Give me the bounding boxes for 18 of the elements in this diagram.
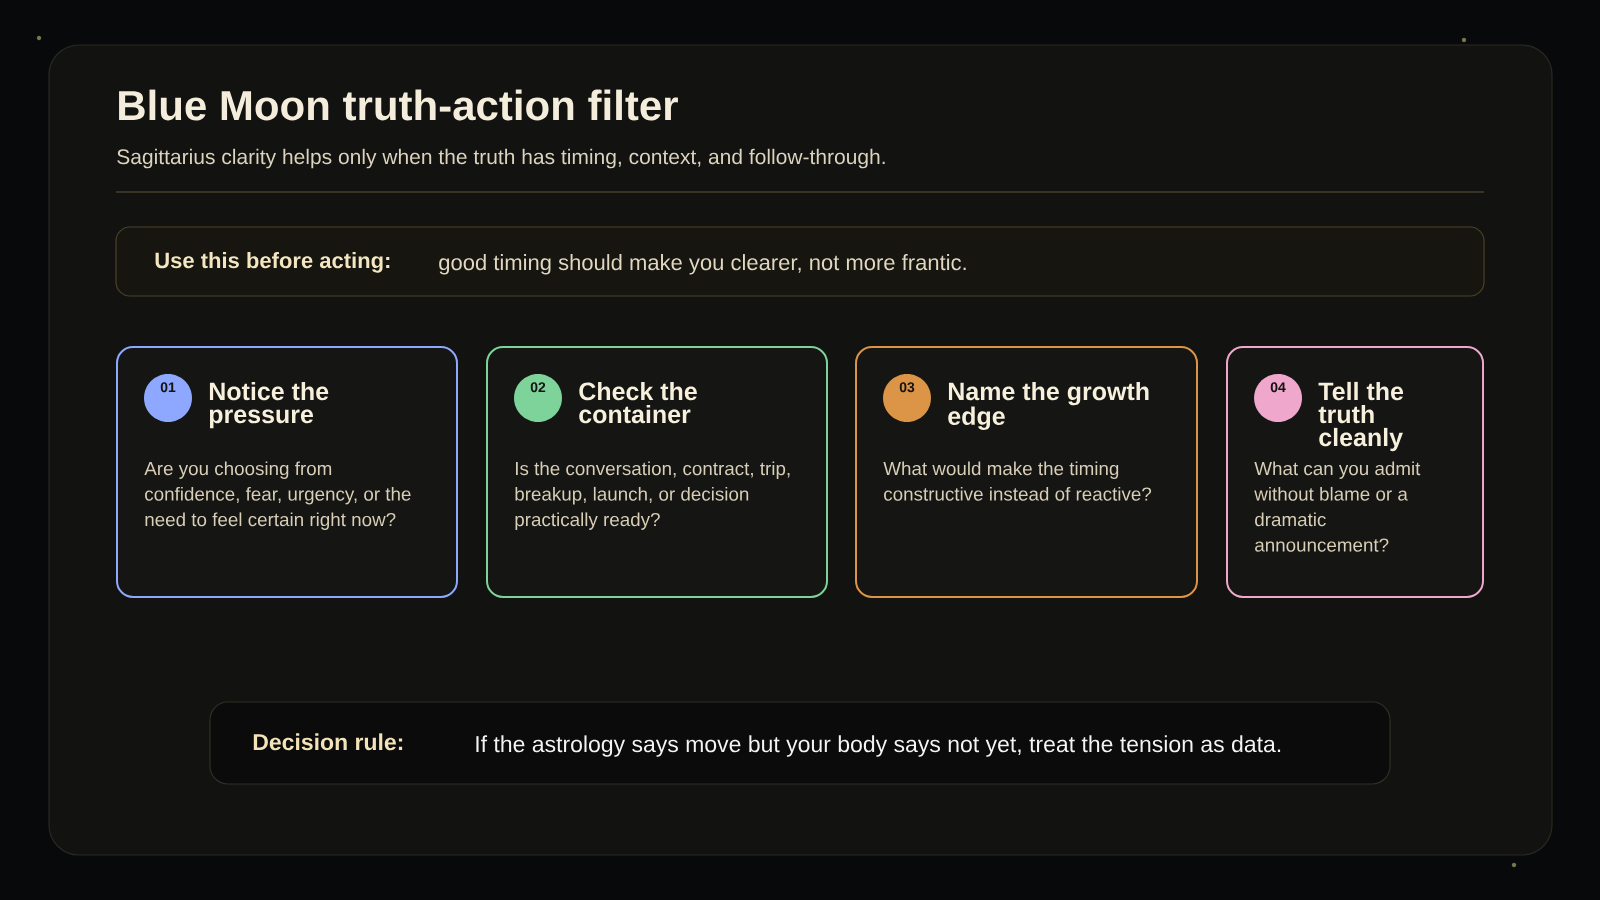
number-badge: 02 <box>514 374 562 422</box>
card-text: What would make the timing constructive instead of reactive? <box>883 461 1152 501</box>
card-text: Is the conversation, contract, trip, breakup, launch, or decision practically ready? <box>515 461 790 530</box>
card-text: Are you choosing from confidence, fear, urgency, or the need to feel certain right now? <box>144 461 411 530</box>
subtitle: Sagittarius clarity helps only when the truth has timing, context, and follow-through. <box>117 148 885 169</box>
number-badge: 04 <box>1254 374 1302 422</box>
card-text: What can you admit without blame or a dramatic announcement? <box>1254 461 1421 552</box>
card-heading: Check the container <box>579 381 697 424</box>
number-badge: 01 <box>144 374 192 422</box>
title: Blue Moon truth-action filter <box>119 89 678 121</box>
callout-text: If the astrology says move but your body says not yet, treat the tension as data. <box>476 735 1281 757</box>
callout-label: Use this before acting: <box>155 252 390 273</box>
number-badge: 03 <box>883 374 931 422</box>
card-heading: Notice the pressure <box>209 381 329 429</box>
card-heading: Tell the truth cleanly <box>1318 381 1404 452</box>
callout-text: good timing should make you clearer, not more frantic. <box>439 254 966 275</box>
callout-label: Decision rule: <box>253 733 403 751</box>
card-heading: Name the growth edge <box>948 381 1149 431</box>
